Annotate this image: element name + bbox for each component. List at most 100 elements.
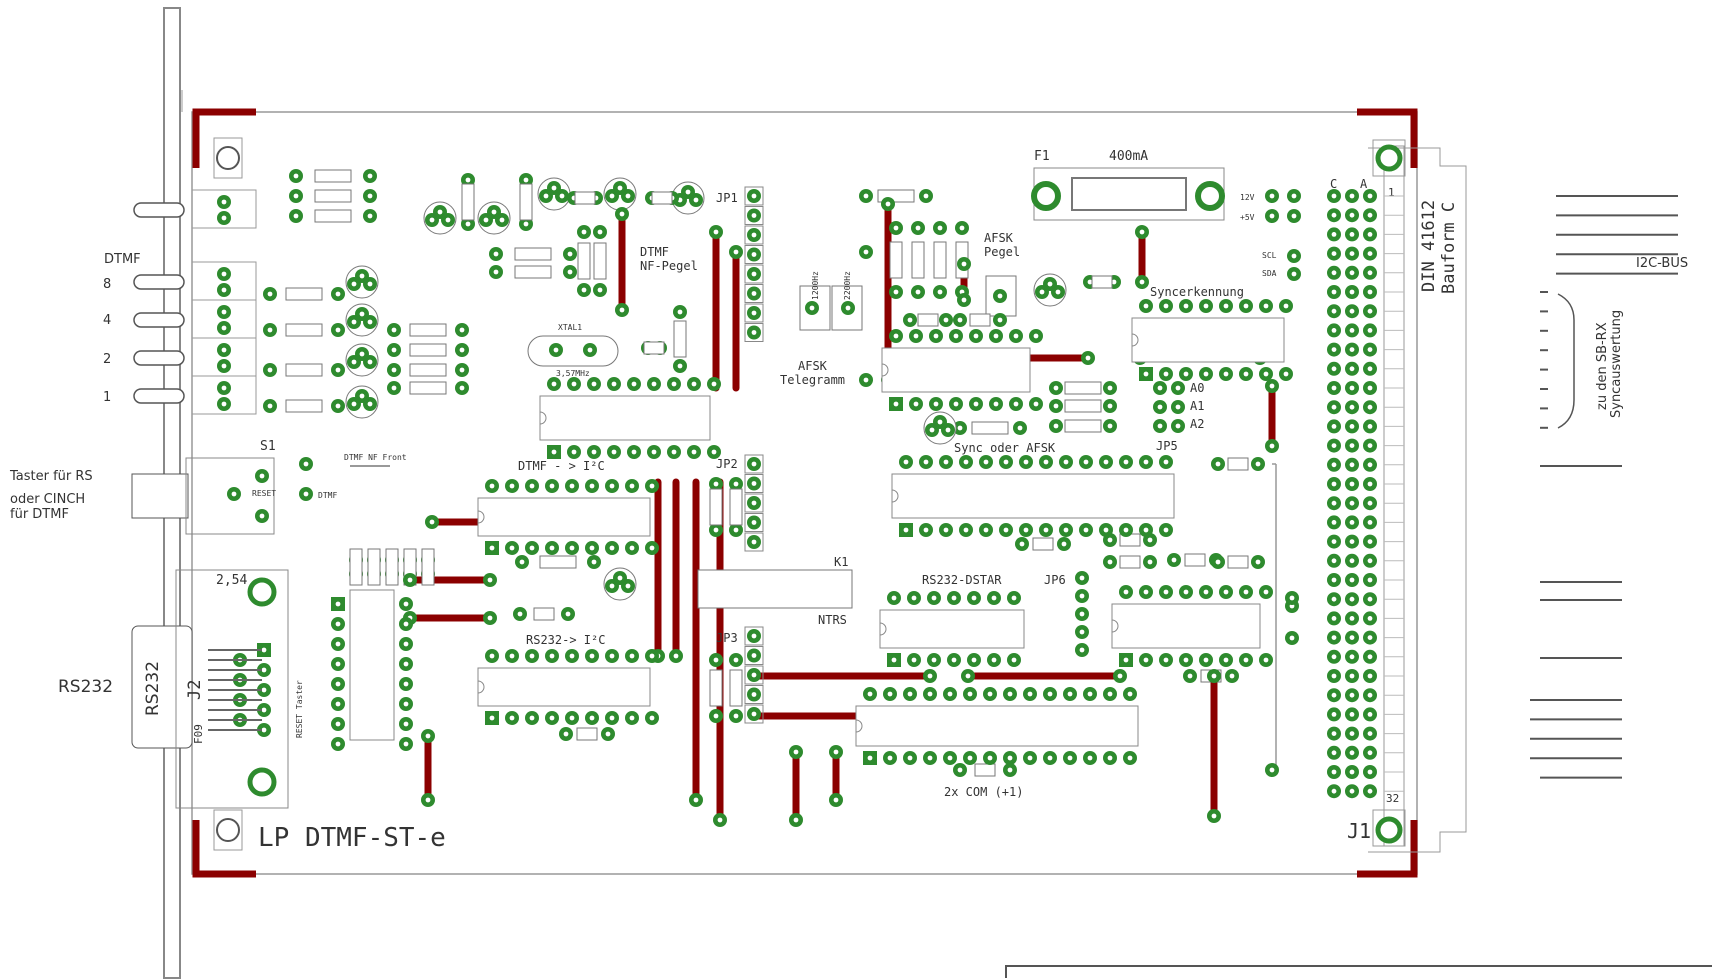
pad-drill [571, 449, 577, 455]
capacitor-body [533, 607, 555, 621]
pad-drill [523, 221, 529, 227]
pad-drill [1367, 577, 1373, 583]
pad-drill [459, 367, 465, 373]
pad-drill [1349, 443, 1355, 448]
pad-drill [927, 673, 933, 679]
pad-drill [221, 385, 227, 391]
k1-label: K1 [834, 555, 848, 569]
connector-subtitle: Bauform C [1439, 202, 1459, 294]
pad-drill [957, 767, 963, 773]
capacitor-body [643, 341, 665, 355]
pad-drill [961, 261, 967, 267]
pad-drill [1243, 589, 1249, 595]
pad-drill [1183, 589, 1189, 595]
pad-drill [1019, 541, 1025, 547]
jp5-label: JP5 [1156, 439, 1178, 453]
resistor-body [285, 287, 323, 301]
pad-drill [1107, 559, 1113, 565]
pad-drill [1367, 289, 1373, 295]
grey-wires [1272, 463, 1277, 770]
pad-drill [1063, 459, 1069, 465]
pad-drill [1143, 459, 1149, 465]
pad-drill [1349, 481, 1355, 487]
pad-drill [1349, 385, 1355, 391]
pad-drill [891, 595, 897, 601]
pad-drill [1349, 539, 1355, 544]
pad-drill [833, 749, 839, 755]
pad-drill [809, 305, 815, 311]
pad-drill [1183, 371, 1189, 377]
dtmf-small: DTMF [318, 491, 337, 500]
pad-drill [1289, 595, 1295, 601]
jumper-frame [744, 264, 764, 284]
jumper-labels [744, 186, 764, 724]
pad-drill [523, 177, 529, 183]
resistor-body [911, 241, 925, 279]
pad-drill [1349, 616, 1355, 621]
jumper-frame [744, 245, 764, 264]
pad-drill [403, 601, 409, 607]
pad-drill [1331, 692, 1337, 698]
pad-drill [1349, 424, 1355, 429]
pad-drill [671, 381, 677, 387]
ic [879, 591, 1025, 667]
corner-brackets [192, 108, 1418, 878]
pad-drill [335, 741, 341, 747]
pad-drill [335, 641, 341, 647]
pad-drill [885, 201, 891, 207]
pad-drill [893, 401, 899, 407]
jumper-frame [744, 532, 764, 552]
pad-drill [1367, 654, 1373, 660]
pad-drill [1033, 401, 1039, 407]
pad-drill [459, 327, 465, 333]
pad-drill [1367, 232, 1373, 237]
pad-drill [945, 427, 951, 433]
pad-drill [367, 173, 373, 179]
pad-drill [569, 483, 575, 489]
pad-drill [1331, 308, 1337, 314]
pad-drill [617, 185, 623, 191]
pad-drill [1127, 691, 1133, 697]
pad-drill [293, 173, 299, 179]
pad-drill [367, 401, 373, 407]
pad-drill [1349, 404, 1355, 410]
pad-drill [1203, 303, 1209, 309]
pad-drill [1367, 424, 1373, 429]
pad-drill [733, 527, 739, 533]
pad-drill [671, 449, 677, 455]
led-key-4: 4 [103, 313, 111, 328]
jumper-frame [744, 454, 764, 474]
pad-drill [625, 583, 631, 589]
pad-drill [953, 333, 959, 339]
pad-drill [1017, 425, 1023, 431]
pad-drill [1211, 813, 1217, 819]
board-title: LP DTMF-ST-e [258, 823, 446, 853]
pad-drill [221, 347, 227, 353]
col-a: A [1360, 177, 1368, 191]
pad-drill [1127, 755, 1133, 761]
resistor-body [409, 381, 447, 395]
pad-drill [943, 527, 949, 533]
pad-drill [221, 287, 227, 293]
pad-drill [549, 483, 555, 489]
pad-drill [887, 691, 893, 697]
com-label: 2x COM (+1) [944, 785, 1023, 799]
pad-drill [751, 672, 757, 678]
led-key-1: 1 [103, 390, 111, 405]
ic-notch [881, 363, 889, 377]
pad-drill [261, 667, 267, 673]
pad-drill [943, 317, 949, 323]
pad-drill [267, 403, 273, 409]
board-outline [191, 111, 1418, 875]
pad-drill [943, 459, 949, 465]
ic-notch [477, 680, 485, 694]
pad-drill [1331, 404, 1337, 410]
pad-drill [367, 319, 373, 325]
pad-drill [1107, 423, 1113, 429]
pad-drill [1331, 366, 1337, 372]
a2-label: A2 [1190, 417, 1204, 431]
pad-drill [1349, 328, 1355, 333]
pad-drill [335, 681, 341, 687]
afsk-pegel-1: AFSK [984, 231, 1014, 245]
pad-drill [367, 213, 373, 219]
